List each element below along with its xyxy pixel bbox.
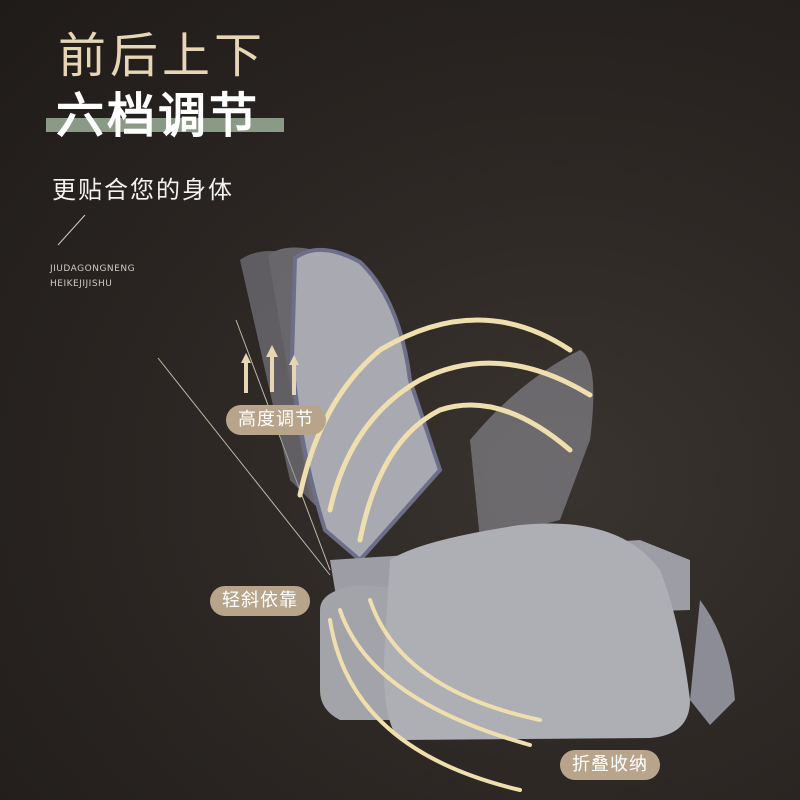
label-height-adjust: 高度调节 — [226, 405, 326, 435]
leg-rest — [690, 600, 735, 725]
subtitle: 更贴合您的身体 — [52, 176, 234, 204]
pinyin-line2: HEIKEJIJISHU — [50, 279, 113, 289]
heading-line1: 前后上下 — [58, 28, 267, 84]
pinyin-line1: JIUDAGONGNENG — [50, 264, 136, 274]
decor-line — [57, 214, 86, 246]
title-bar — [46, 118, 284, 132]
heading-line2: 六档调节 — [56, 88, 261, 144]
fold-arrows — [328, 598, 542, 792]
label-fold: 折叠收纳 — [560, 750, 660, 780]
side-panel — [384, 523, 690, 740]
recline-arrows — [297, 317, 593, 543]
label-recline: 轻斜依靠 — [210, 586, 310, 616]
up-arrows-icon — [241, 345, 299, 395]
guide-line — [157, 357, 331, 576]
reclined-backrest — [470, 350, 594, 540]
